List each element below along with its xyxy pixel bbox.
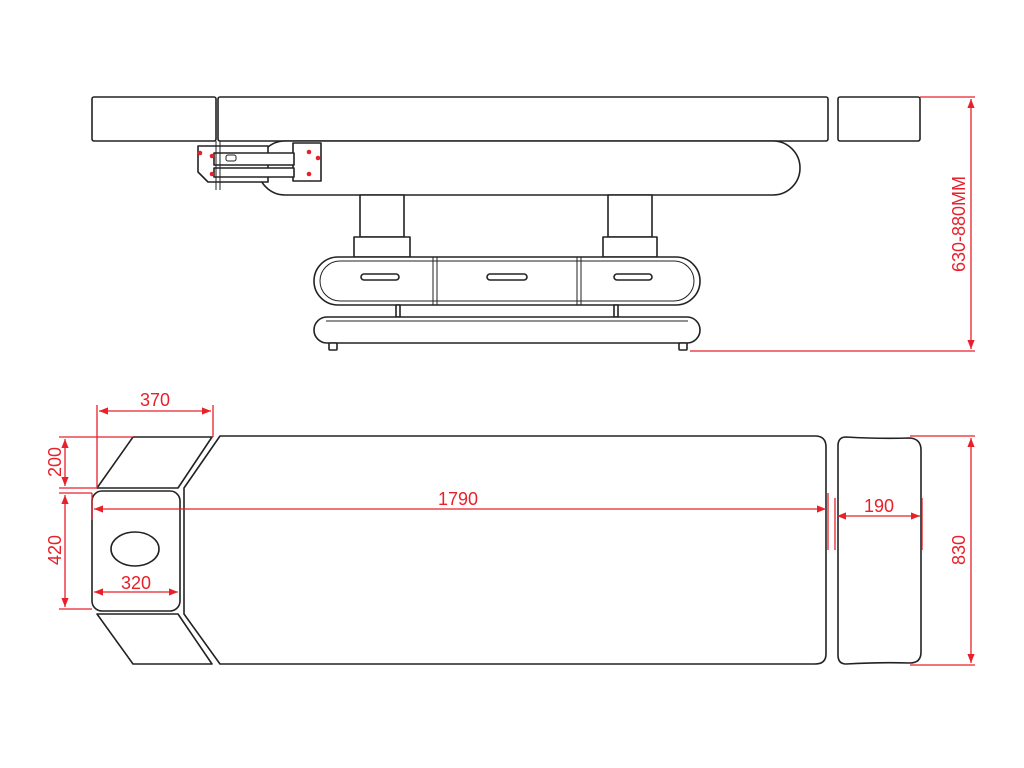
dim-head-length: 200: [45, 447, 65, 477]
side-main-top: [217, 96, 829, 142]
side-under-body: [257, 140, 801, 196]
top-lower-head-pad: [96, 613, 213, 665]
side-foot-left: [328, 342, 338, 351]
dim-foot-length: 190: [864, 496, 894, 516]
dim-face-width: 420: [45, 535, 65, 565]
side-foot-section: [837, 96, 921, 142]
side-left-column-collar: [353, 236, 411, 258]
dim-head-width: 370: [140, 390, 170, 410]
top-upper-head-pad: [96, 436, 213, 489]
side-drawer-cabinet: [313, 256, 701, 306]
top-foot-section: [837, 436, 922, 665]
top-main-body: [183, 435, 827, 665]
side-view: [91, 96, 921, 351]
side-base: [313, 316, 701, 344]
top-view: [91, 435, 922, 665]
dim-total-length: 1790: [438, 489, 478, 509]
side-foot-right: [678, 342, 688, 351]
face-hole: [110, 531, 160, 567]
dim-total-width: 830: [949, 535, 969, 565]
drawer-handle-center: [486, 273, 528, 281]
drawer-handle-right: [613, 273, 653, 281]
side-left-column: [359, 194, 405, 238]
dim-face-length: 320: [121, 573, 151, 593]
dim-height-range: 630-880MM: [949, 176, 969, 272]
dimensions: 630-880MM 370 200 420 1790 320 190: [45, 96, 975, 666]
drawer-handle-left: [360, 273, 400, 281]
side-hinge-bracket: [197, 141, 322, 190]
side-right-column-collar: [602, 236, 658, 258]
side-head-section: [91, 96, 217, 142]
side-right-column: [607, 194, 653, 238]
